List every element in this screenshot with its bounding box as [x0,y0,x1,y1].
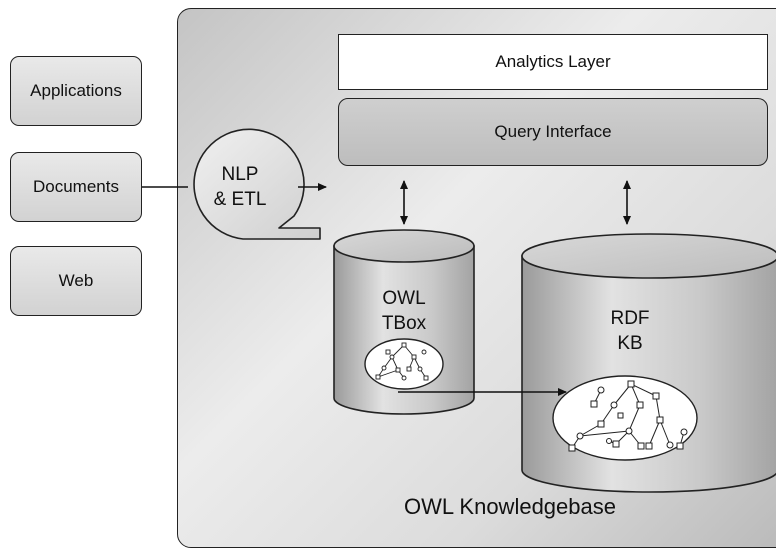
owl-tbox-line1: OWL [382,288,426,309]
rdf-graph-icon [552,375,698,461]
nlp-etl-process-shape [193,128,321,240]
query-interface-label: Query Interface [494,122,612,141]
owl-tbox-label: OWL TBox [354,286,454,336]
rdf-kb-label: RDF KB [580,306,680,356]
applications-source-box: Applications [10,56,142,126]
rdf-kb-line2: KB [617,333,643,354]
nlp-etl-label: NLP & ETL [196,162,284,212]
nlp-etl-line2: & ETL [213,189,267,210]
analytics-layer-box: Analytics Layer [338,34,768,90]
analytics-layer-label: Analytics Layer [495,52,611,71]
documents-source-box: Documents [10,152,142,222]
documents-label: Documents [33,177,119,196]
nlp-etl-line1: NLP [221,164,259,185]
applications-label: Applications [30,81,122,100]
web-label: Web [58,271,94,290]
query-interface-box: Query Interface [338,98,768,166]
owl-tbox-line2: TBox [381,313,427,334]
owl-knowledgebase-label: OWL Knowledgebase [404,494,616,519]
diagram-graphics [142,128,776,493]
rdf-kb-line1: RDF [610,308,650,329]
tbox-graph-icon [364,338,444,390]
web-source-box: Web [10,246,142,316]
